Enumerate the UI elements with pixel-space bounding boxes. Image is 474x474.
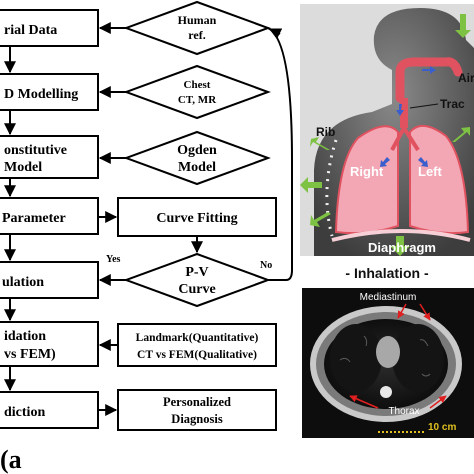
box-constitutive-model: onstitutive Model [0, 135, 99, 179]
inhalation-title: - Inhalation - [345, 265, 429, 281]
bronchi-icon [390, 126, 420, 152]
diamond-chest-ct: Chest CT, MR [123, 64, 271, 120]
airway-icon [395, 57, 463, 103]
box-simulation: ulation [0, 261, 99, 299]
box-validation: idation vs FEM) [0, 321, 99, 367]
box-trial-data-label: rial Data [4, 23, 57, 38]
box-landmark-line2: CT vs FEM(Qualitative) [137, 349, 257, 361]
diamond-chest-ct-line2: CT, MR [178, 94, 217, 106]
ct-left-lung [392, 324, 444, 392]
diamond-pv-curve: P-V Curve [123, 252, 271, 308]
ct-right-lung [330, 324, 382, 392]
box-parameter-label: Parameter [2, 211, 66, 226]
box-validation-label-2: vs FEM) [4, 347, 56, 362]
diamond-human-ref-line2: ref. [188, 28, 205, 42]
ct-mediastinum [376, 336, 400, 368]
diamond-pv-line1: P-V [185, 265, 208, 280]
ct-scan-panel: Mediastinum Thorax 10 cm [302, 288, 474, 438]
box-landmark-validation: Landmark(Quantitative) CT vs FEM(Qualita… [117, 323, 277, 367]
box-simulation-label: ulation [2, 275, 44, 290]
branch-no-label: No [260, 260, 272, 271]
right-lung-label: Right [350, 164, 384, 179]
thorax-label: Thorax [388, 406, 419, 417]
rib-cage-icon [325, 139, 338, 237]
airflow-arrows [380, 66, 436, 167]
diaphragm-label: Diaphragm [368, 240, 436, 255]
box-curve-fitting: Curve Fitting [117, 197, 277, 237]
box-constitutive-label-1: onstitutive [4, 143, 67, 158]
air-label: Air [458, 71, 474, 85]
trachea-label: Trac [440, 97, 465, 111]
diamond-human-ref-line1: Human [178, 13, 217, 27]
box-trial-data: rial Data [0, 9, 99, 47]
diamond-ogden-line1: Ogden [177, 143, 217, 158]
diamond-human-ref: Human ref. [123, 0, 271, 56]
panel-label: (a [0, 445, 22, 474]
box-modelling: D Modelling [0, 73, 99, 111]
box-curve-fitting-label: Curve Fitting [156, 211, 237, 226]
scale-label: 10 cm [428, 422, 456, 433]
flowchart: rial Data D Modelling onstitutive Model … [0, 0, 293, 474]
diamond-ogden-line2: Model [178, 160, 216, 175]
box-constitutive-label-2: Model [4, 160, 42, 175]
rib-label: Rib [316, 125, 335, 139]
diamond-pv-line2: Curve [178, 282, 215, 297]
anatomy-panel: Air Trac Rib Right Left Diaphragm - Inha… [300, 4, 474, 281]
box-modelling-label: D Modelling [4, 87, 78, 102]
box-diagnosis-line2: Diagnosis [171, 412, 223, 426]
box-parameter: Parameter [0, 197, 99, 235]
expansion-arrows [300, 14, 471, 256]
mediastinum-label: Mediastinum [360, 292, 417, 303]
box-landmark-line1: Landmark(Quantitative) [136, 332, 259, 344]
diamond-chest-ct-line1: Chest [184, 79, 211, 91]
left-lung-label: Left [418, 164, 443, 179]
box-validation-label-1: idation [4, 329, 46, 344]
box-personalized-diagnosis: Personalized Diagnosis [117, 389, 277, 431]
horizontal-arrows [98, 22, 293, 416]
box-prediction-label: diction [4, 405, 45, 420]
ct-spine [380, 386, 392, 398]
diamond-ogden-model: Ogden Model [123, 130, 271, 186]
branch-yes-label: Yes [106, 254, 121, 265]
box-prediction: diction [0, 391, 99, 429]
diaphragm-icon [331, 229, 471, 242]
box-diagnosis-line1: Personalized [163, 395, 231, 409]
